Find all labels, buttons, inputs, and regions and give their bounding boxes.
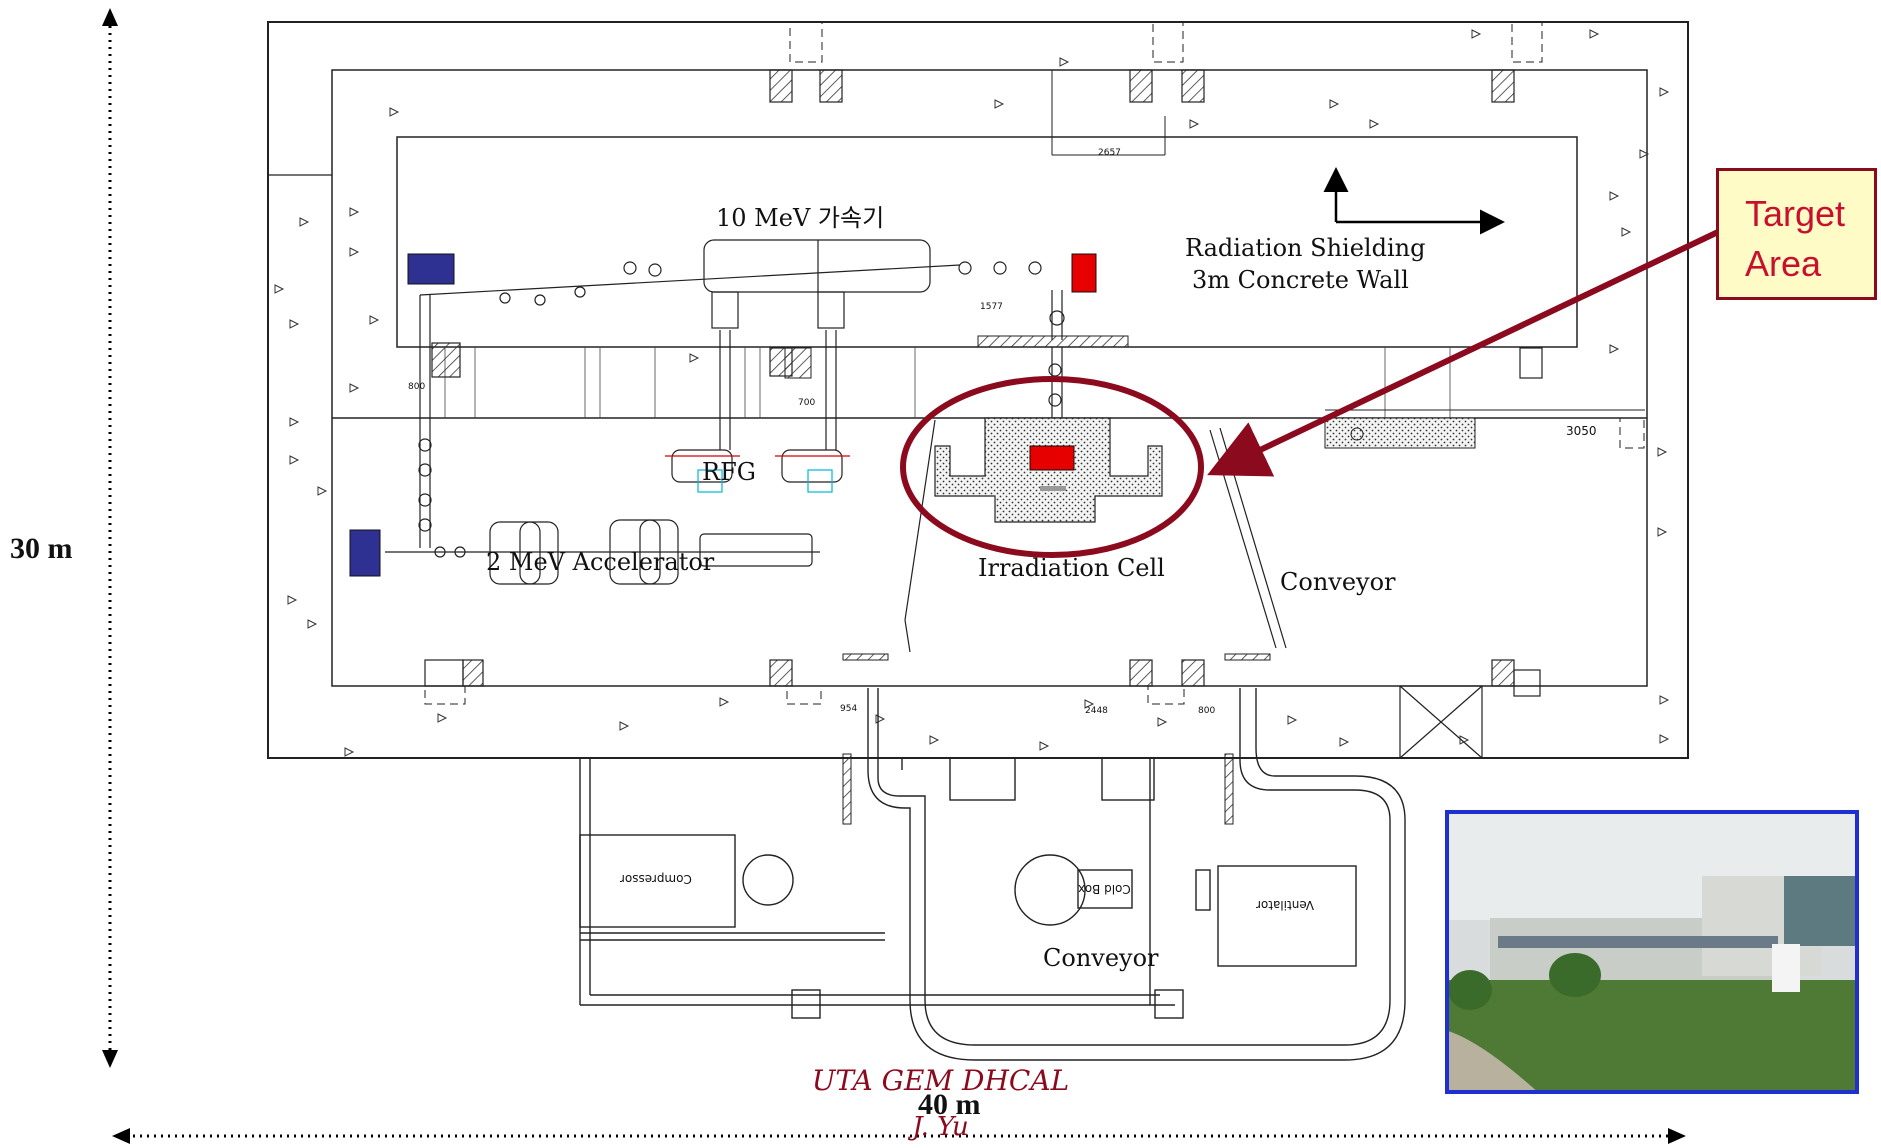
inner-hall-outline: [331, 69, 1648, 687]
label-rfg: RFG: [702, 458, 756, 486]
label-shielding-line1: Radiation Shielding: [1185, 234, 1426, 262]
dim-800-a: 800: [408, 382, 426, 392]
dim-954: 954: [840, 704, 858, 714]
rfg-units: [665, 449, 850, 493]
facility-photo: [1445, 810, 1859, 1094]
footer-title: UTA GEM DHCAL: [811, 1064, 1070, 1097]
dim-2657: 2657: [1098, 148, 1121, 158]
label-2mev-accelerator: 2 MeV Accelerator: [486, 548, 715, 576]
magnet-block: [407, 253, 455, 285]
target-area-arrow: [1207, 229, 1720, 477]
footer-author: J. Yu: [912, 1112, 969, 1142]
conveyor-loops: [579, 688, 1406, 1061]
label-conveyor-right: Conveyor: [1280, 568, 1396, 596]
target-area-ellipse: [900, 376, 1204, 558]
label-irradiation-cell: Irradiation Cell: [978, 554, 1165, 582]
target-area-callout: Target Area: [1716, 168, 1877, 300]
accelerator-2mev-beamline: [385, 295, 820, 585]
dim-2448: 2448: [1085, 706, 1108, 716]
magnet-block-lower: [349, 529, 381, 577]
callout-line2: Area: [1745, 243, 1822, 284]
label-10mev-accelerator: 10 MeV 가속기: [716, 204, 885, 232]
accelerator-10mev-beamline: [419, 239, 1065, 450]
beam-dump-block: [1071, 253, 1097, 293]
height-dimension-label: 30 m: [10, 532, 73, 565]
label-compressor: Compressor: [620, 872, 692, 886]
label-conveyor-bottom: Conveyor: [1043, 944, 1159, 972]
callout-line1: Target: [1745, 193, 1846, 234]
width-dimension-label: 40 m: [918, 1088, 981, 1121]
label-shielding-line2: 3m Concrete Wall: [1192, 266, 1409, 294]
label-ventilator: Ventilator: [1256, 898, 1314, 912]
dim-800-b: 800: [1198, 706, 1216, 716]
dim-1577: 1577: [980, 302, 1003, 312]
label-cold-box: Cold Box: [1078, 882, 1131, 896]
concrete-aggregate-marks: [274, 29, 1670, 757]
facility-photo-scene: [1445, 810, 1859, 1094]
dim-700: 700: [798, 398, 816, 408]
dim-3050: 3050: [1566, 424, 1597, 438]
